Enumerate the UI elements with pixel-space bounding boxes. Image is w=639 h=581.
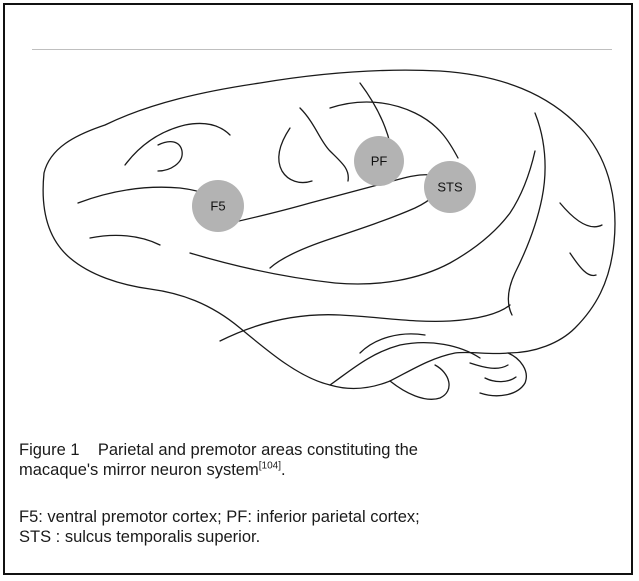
area-f5-label: F5 bbox=[210, 198, 225, 213]
area-pf-label: PF bbox=[371, 153, 388, 168]
area-sts-label: STS bbox=[437, 179, 463, 194]
caption-label: Figure 1 bbox=[19, 441, 80, 459]
figure-caption: Figure 1 Parietal and premotor areas con… bbox=[19, 440, 619, 480]
figure-legend: F5: ventral premotor cortex; PF: inferio… bbox=[19, 507, 619, 547]
caption-reference: [104] bbox=[259, 461, 281, 472]
legend-line-1: F5: ventral premotor cortex; PF: inferio… bbox=[19, 507, 619, 527]
figure-frame: F5 PF STS Figure 1 Parietal and premotor… bbox=[3, 3, 633, 575]
caption-text-line-1: Parietal and premotor areas constituting… bbox=[98, 441, 418, 459]
brain-outline bbox=[43, 70, 615, 388]
top-rule bbox=[32, 49, 612, 50]
legend-line-2: STS : sulcus temporalis superior. bbox=[19, 527, 619, 547]
area-f5: F5 bbox=[192, 180, 244, 232]
caption-end: . bbox=[281, 461, 286, 479]
brain-diagram: F5 PF STS bbox=[30, 53, 618, 408]
area-sts: STS bbox=[424, 161, 476, 213]
caption-text-line-2: macaque's mirror neuron system bbox=[19, 461, 259, 479]
area-pf: PF bbox=[354, 136, 404, 186]
